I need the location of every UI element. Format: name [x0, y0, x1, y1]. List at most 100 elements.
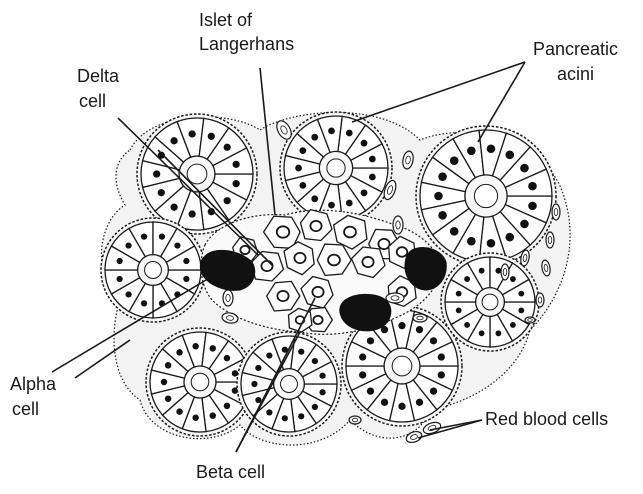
acinar-nucleus: [467, 237, 476, 246]
acinar-nucleus: [450, 227, 459, 236]
label-pancreatic-line1: Pancreatic: [533, 39, 618, 59]
acinar-nucleus: [224, 403, 231, 410]
acinar-nucleus: [430, 387, 437, 394]
acinar-nucleus: [161, 379, 168, 386]
acinar-nucleus: [430, 337, 437, 344]
acinus-2: [280, 112, 392, 224]
acinar-nucleus: [210, 345, 217, 352]
islet-nucleus: [397, 247, 408, 257]
acinar-nucleus: [153, 170, 160, 177]
acinar-nucleus: [359, 371, 366, 378]
acinar-nucleus: [141, 233, 147, 239]
acinar-nucleus: [295, 165, 302, 172]
label-rbc: Red blood cells: [485, 409, 608, 429]
leader-acini-1: [352, 62, 525, 122]
islet-nucleus: [310, 221, 321, 231]
acinar-nucleus: [311, 195, 318, 202]
acinar-nucleus: [479, 330, 485, 336]
acinus-lumen: [145, 262, 162, 279]
acinar-nucleus: [192, 414, 199, 421]
acinar-nucleus: [438, 211, 447, 220]
acinar-nucleus: [224, 197, 231, 204]
acinar-nucleus: [328, 202, 335, 209]
acinar-nucleus: [369, 156, 376, 163]
acinar-nucleus: [487, 239, 496, 248]
acinar-nucleus: [233, 161, 240, 168]
acinar-nucleus: [346, 130, 353, 137]
acinar-nucleus: [224, 144, 231, 151]
acinar-nucleus: [518, 307, 524, 313]
dark-cell-center: [340, 294, 391, 330]
acinar-nucleus: [312, 404, 318, 410]
islet-nucleus: [294, 253, 305, 263]
acinar-nucleus: [125, 291, 131, 297]
label-delta-line1: Delta: [77, 66, 120, 86]
islet-nucleus: [328, 255, 340, 266]
label-beta: Beta cell: [196, 462, 265, 482]
label-alpha-line2: cell: [12, 399, 39, 419]
islet-nucleus: [277, 291, 288, 301]
acinar-nucleus: [170, 204, 177, 211]
red-blood-cell: [501, 264, 509, 280]
rbc-outer: [552, 204, 560, 220]
acinar-nucleus: [266, 409, 272, 415]
red-blood-cell: [386, 293, 404, 303]
acinar-nucleus: [398, 322, 405, 329]
label-delta-line2: cell: [79, 91, 106, 111]
acinar-nucleus: [176, 408, 183, 415]
acinus-lumen: [392, 356, 412, 376]
acinar-nucleus: [520, 164, 529, 173]
acinar-nucleus: [232, 370, 239, 377]
acinar-nucleus: [176, 349, 183, 356]
acinar-nucleus: [438, 172, 447, 181]
acinar-nucleus: [456, 291, 462, 297]
acinar-nucleus: [298, 413, 304, 419]
label-alpha-line1: Alpha: [10, 374, 57, 394]
dark-cell-right: [405, 248, 446, 290]
rbc-outer: [349, 416, 361, 424]
acinar-nucleus: [183, 258, 189, 264]
red-blood-cell: [546, 232, 554, 248]
acinar-nucleus: [346, 200, 353, 207]
acinar-nucleus: [319, 373, 325, 379]
acinar-nucleus: [328, 127, 335, 134]
acinar-nucleus: [255, 365, 261, 371]
acinar-nucleus: [165, 362, 172, 369]
red-blood-cell: [413, 314, 427, 322]
acinar-nucleus: [159, 233, 165, 239]
acinar-nucleus: [528, 202, 537, 211]
label-islet-line2: Langerhans: [199, 34, 294, 54]
acinar-nucleus: [416, 326, 423, 333]
acinar-nucleus: [361, 140, 368, 147]
acinar-nucleus: [125, 242, 131, 248]
acinar-nucleus: [158, 189, 165, 196]
red-blood-cell: [223, 290, 233, 306]
acinar-nucleus: [505, 233, 514, 242]
acinar-nucleus: [464, 276, 470, 282]
rbc-outer: [386, 293, 404, 303]
acinar-nucleus: [438, 371, 445, 378]
acinar-nucleus: [367, 337, 374, 344]
rbc-outer: [413, 314, 427, 322]
acinar-nucleus: [299, 147, 306, 154]
acinar-nucleus: [369, 174, 376, 181]
acinar-nucleus: [528, 182, 537, 191]
islet-nucleus: [378, 239, 389, 249]
acinar-nucleus: [479, 268, 485, 274]
red-blood-cell: [525, 317, 535, 323]
acinar-nucleus: [520, 220, 529, 229]
acinar-nucleus: [434, 192, 443, 201]
acinar-nucleus: [361, 189, 368, 196]
acinus-1: [137, 114, 257, 234]
red-blood-cell: [349, 416, 361, 424]
rbc-outer: [546, 232, 554, 248]
islet-nucleus: [312, 287, 323, 297]
acinar-nucleus: [210, 412, 217, 419]
acinar-nucleus: [467, 147, 476, 156]
acinar-nucleus: [116, 258, 122, 264]
acinar-nucleus: [192, 343, 199, 350]
acinus-lumen: [474, 184, 497, 207]
red-blood-cell: [393, 216, 403, 234]
